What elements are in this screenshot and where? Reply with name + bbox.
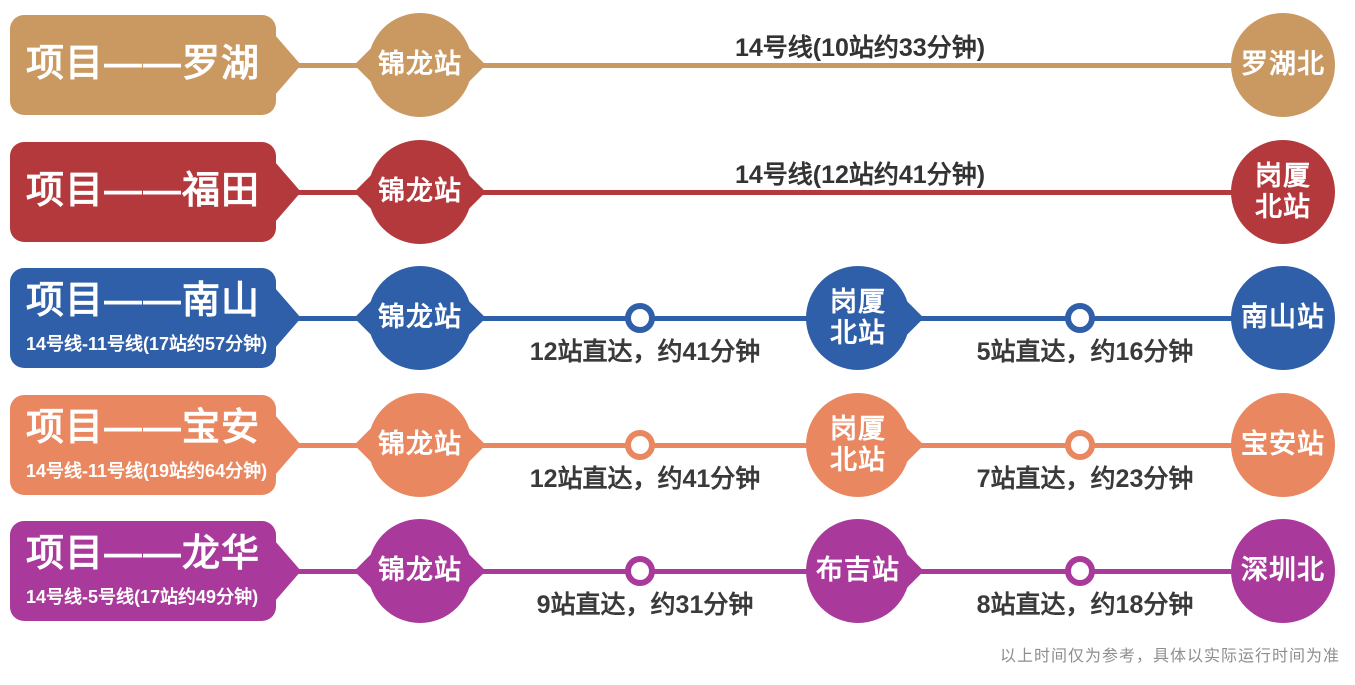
segment1-label: 9站直达，约31分钟: [536, 591, 754, 619]
route-row-longhua: 项目——龙华 14号线-5号线(17站约49分钟) 锦龙站 9站直达，约31分钟…: [0, 509, 1355, 633]
route-line: [284, 63, 1288, 68]
route-label-box: 项目——南山 14号线-11号线(17站约57分钟): [10, 268, 301, 368]
route-line: [284, 569, 1288, 574]
mid-station-label: 岗厦 北站: [830, 413, 886, 475]
mid-station-node: 布吉站: [806, 519, 910, 623]
mid-station-label: 布吉站: [816, 555, 900, 586]
line-label: 14号线(12站约41分钟): [734, 161, 986, 189]
route-line: [284, 443, 1288, 448]
segment1-label: 12站直达，约41分钟: [529, 465, 761, 493]
disclaimer-note: 以上时间仅为参考，具体以实际运行时间为准: [999, 648, 1340, 665]
end-station-label: 宝安站: [1241, 429, 1325, 460]
start-station-label: 锦龙站: [378, 429, 462, 460]
route-subtitle: 14号线-5号线(17站约49分钟): [26, 587, 259, 608]
start-station-label: 锦龙站: [378, 176, 462, 207]
segment2-label: 7站直达，约23分钟: [976, 465, 1194, 493]
start-station-node: 锦龙站: [368, 140, 472, 244]
route-title: 项目——南山: [26, 279, 261, 322]
route-line: [284, 316, 1288, 321]
route-title: 项目——福田: [26, 170, 261, 213]
start-station-label: 锦龙站: [378, 302, 462, 333]
transfer-dot: [625, 430, 655, 460]
start-station-label: 锦龙站: [378, 555, 462, 586]
route-row-nanshan: 项目——南山 14号线-11号线(17站约57分钟) 锦龙站 12站直达，约41…: [0, 256, 1355, 380]
start-station-node: 锦龙站: [368, 519, 472, 623]
mid-station-node: 岗厦 北站: [806, 266, 910, 370]
route-row-baoan: 项目——宝安 14号线-11号线(19站约64分钟) 锦龙站 12站直达，约41…: [0, 383, 1355, 507]
route-row-futian: 项目——福田 锦龙站 14号线(12站约41分钟) 岗厦 北站: [0, 130, 1355, 254]
transfer-dot: [625, 303, 655, 333]
route-label-box: 项目——宝安 14号线-11号线(19站约64分钟): [10, 395, 301, 495]
route-label-box: 项目——福田: [10, 142, 301, 242]
route-label-box: 项目——龙华 14号线-5号线(17站约49分钟): [10, 521, 301, 621]
transfer-dot: [1065, 430, 1095, 460]
end-station-node: 南山站: [1231, 266, 1335, 370]
end-station-label: 深圳北: [1241, 555, 1325, 586]
start-station-node: 锦龙站: [368, 266, 472, 370]
start-station-node: 锦龙站: [368, 13, 472, 117]
segment2-label: 5站直达，约16分钟: [976, 338, 1194, 366]
line-label: 14号线(10站约33分钟): [734, 34, 986, 62]
route-line: [284, 190, 1288, 195]
segment2-label: 8站直达，约18分钟: [976, 591, 1194, 619]
transfer-dot: [625, 556, 655, 586]
end-station-node: 深圳北: [1231, 519, 1335, 623]
end-station-node: 罗湖北: [1231, 13, 1335, 117]
route-row-luohu: 项目——罗湖 锦龙站 14号线(10站约33分钟) 罗湖北: [0, 3, 1355, 127]
route-label-box: 项目——罗湖: [10, 15, 301, 115]
end-station-label: 岗厦 北站: [1255, 160, 1311, 222]
route-subtitle: 14号线-11号线(17站约57分钟): [26, 334, 268, 355]
mid-station-label: 岗厦 北站: [830, 286, 886, 348]
end-station-label: 南山站: [1241, 302, 1325, 333]
end-station-label: 罗湖北: [1241, 49, 1325, 80]
end-station-node: 宝安站: [1231, 393, 1335, 497]
transfer-dot: [1065, 303, 1095, 333]
transfer-dot: [1065, 556, 1095, 586]
end-station-node: 岗厦 北站: [1231, 140, 1335, 244]
mid-station-node: 岗厦 北站: [806, 393, 910, 497]
route-title: 项目——龙华: [26, 532, 261, 575]
segment1-label: 12站直达，约41分钟: [529, 338, 761, 366]
route-subtitle: 14号线-11号线(19站约64分钟): [26, 461, 268, 482]
route-title: 项目——宝安: [26, 406, 261, 449]
start-station-label: 锦龙站: [378, 49, 462, 80]
route-title: 项目——罗湖: [26, 43, 261, 86]
start-station-node: 锦龙站: [368, 393, 472, 497]
